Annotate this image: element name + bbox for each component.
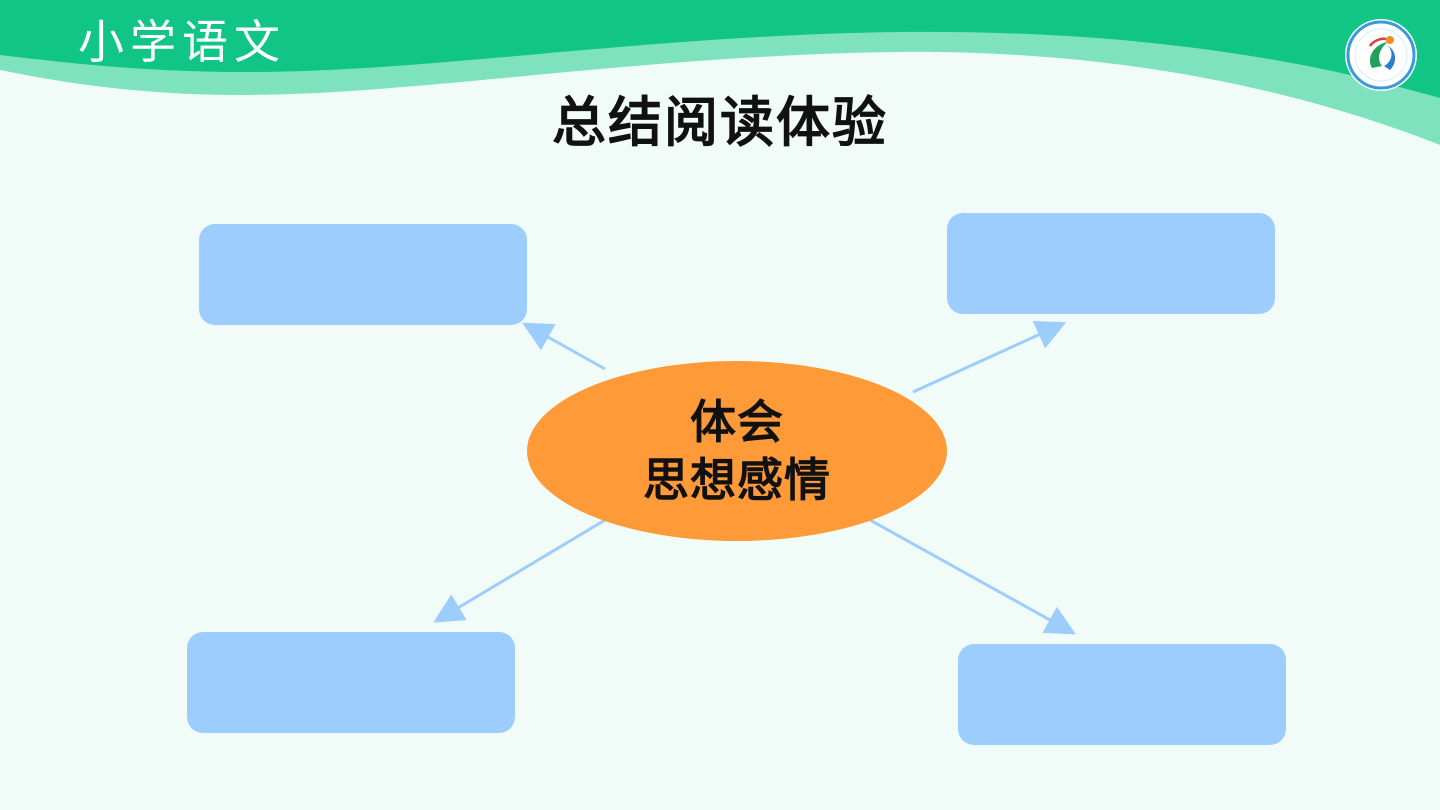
arrow-bottom-left <box>433 518 606 623</box>
branch-box-bottom-left <box>187 632 515 733</box>
header-wave-dark <box>0 0 1440 98</box>
branch-box-bottom-right <box>958 644 1286 745</box>
arrow-top-right <box>912 321 1067 394</box>
center-topic-line-2: 思想感情 <box>643 453 831 507</box>
page-title: 总结阅读体验 <box>552 91 888 154</box>
arrow-top-left <box>522 322 606 371</box>
subject-title: 小学语文 <box>78 15 286 69</box>
header-wave-banner <box>0 0 1440 145</box>
branch-box-top-right <box>947 213 1275 314</box>
center-topic-line-1: 体会 <box>690 395 784 449</box>
arrow-bottom-right <box>869 518 1076 635</box>
center-topic-ellipse: 体会 思想感情 <box>527 361 947 541</box>
branch-box-top-left <box>199 224 527 325</box>
school-emblem-icon <box>1345 19 1417 91</box>
